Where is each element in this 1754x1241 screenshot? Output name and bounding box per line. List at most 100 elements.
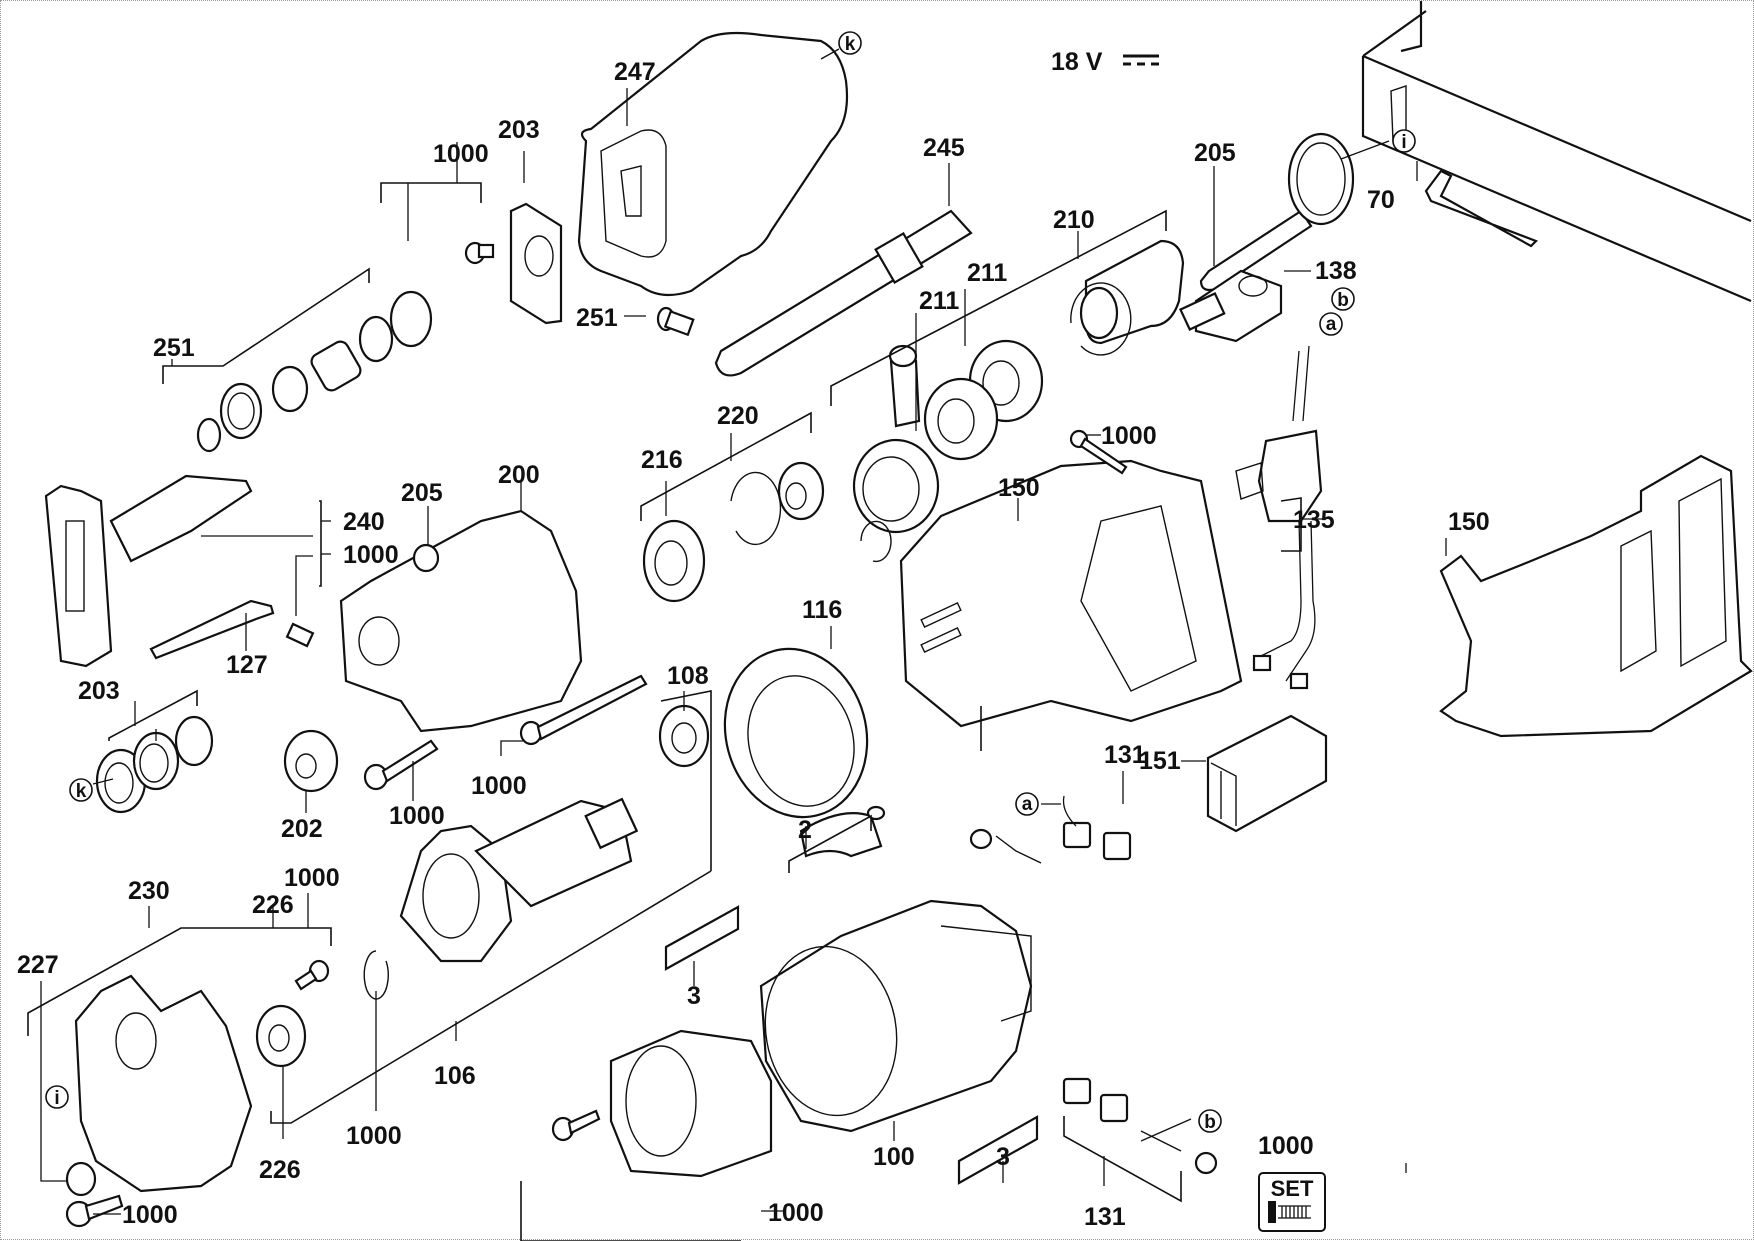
label-sheet-3a <box>664 905 740 971</box>
part-label: 202 <box>281 815 323 843</box>
part-label: 108 <box>667 662 709 690</box>
part-label: 1000 <box>122 1201 178 1229</box>
carbon-brushes-131-lower <box>1062 1077 1218 1175</box>
carrying-case-70 <box>1361 1 1752 303</box>
svg-text:k: k <box>76 781 87 802</box>
carbon-brushes-131-upper <box>969 795 1132 864</box>
part-label: 1000 <box>284 864 340 892</box>
part-label: 150 <box>1448 508 1490 536</box>
svg-text:i: i <box>1401 132 1406 153</box>
voltage-label: 18 V <box>1051 48 1103 76</box>
svg-text:k: k <box>845 34 856 55</box>
screw-1000-end <box>294 959 330 991</box>
part-label: 135 <box>1293 506 1335 534</box>
part-label: 70 <box>1367 186 1395 214</box>
part-label: 151 <box>1139 747 1181 775</box>
part-label: 211 <box>967 259 1007 287</box>
hex-key-127 <box>149 599 275 660</box>
part-label: 150 <box>998 474 1040 502</box>
ref-marker-a-bottom: a <box>1015 792 1039 816</box>
part-label: 220 <box>717 402 759 430</box>
brush-plate-2 <box>799 805 886 858</box>
ref-marker-b-top: b <box>1331 287 1355 311</box>
part-label: 240 <box>343 508 385 536</box>
battery-terminal-151 <box>1206 714 1328 833</box>
ref-marker-b-bottom: b <box>1198 1109 1222 1133</box>
part-label: 131 <box>1084 1203 1126 1231</box>
screw-1000-bottom <box>65 1194 124 1228</box>
part-label: 1000 <box>471 772 527 800</box>
label-sheet-3b <box>957 1115 1039 1185</box>
set-badge: SET <box>1258 1172 1326 1232</box>
housing-half-150-left <box>899 459 1243 728</box>
motor-housing-100 <box>759 899 1033 1133</box>
wobble-shaft <box>852 344 940 563</box>
part-label: 138 <box>1315 257 1357 285</box>
fan-baffle-116 <box>723 647 869 819</box>
part-label: 245 <box>923 134 965 162</box>
screw-1000-mid-a <box>363 739 439 791</box>
part-label: 2 <box>798 816 812 844</box>
ref-marker-i-bottom: i <box>45 1085 69 1109</box>
svg-text:b: b <box>1204 1112 1216 1133</box>
part-label: 200 <box>498 461 540 489</box>
retaining-ring-1000 <box>363 950 389 1000</box>
part-label: 210 <box>1053 206 1095 234</box>
bearing-plate-203 <box>509 202 563 325</box>
part-label: 251 <box>576 304 618 332</box>
part-label: 127 <box>226 651 268 679</box>
plug-227 <box>65 1161 97 1197</box>
bearing-226 <box>255 1004 307 1068</box>
voltage-indicator: 18 V <box>1051 48 1159 76</box>
gear-group-251 <box>196 290 433 453</box>
part-label: 100 <box>873 1143 915 1171</box>
part-label: 226 <box>259 1156 301 1184</box>
armature-106 <box>399 797 639 963</box>
part-label: 227 <box>17 951 59 979</box>
part-label: 131 <box>1104 741 1146 769</box>
field-case-1000 <box>551 1029 773 1178</box>
ref-marker-a-top: a <box>1319 312 1343 336</box>
switch-135 <box>1235 345 1323 690</box>
gear-shaft-205 <box>1199 132 1355 292</box>
switch-actuator-138 <box>1178 269 1283 343</box>
screw-1000-housing <box>1069 429 1128 475</box>
part-label: 1000 <box>343 541 399 569</box>
part-label: 3 <box>687 982 701 1010</box>
spring-1000 <box>285 622 315 648</box>
ref-marker-k-top: k <box>838 31 862 55</box>
part-label: 226 <box>252 891 294 919</box>
part-label: 1000 <box>346 1122 402 1150</box>
part-label: 230 <box>128 877 170 905</box>
gear-housing-cover-247 <box>577 31 849 297</box>
part-label: 251 <box>153 334 195 362</box>
part-label: 116 <box>802 596 842 624</box>
part-label: 1000 <box>1258 1132 1314 1160</box>
plunger-rod-245 <box>714 209 973 377</box>
part-label: 247 <box>614 58 656 86</box>
svg-text:a: a <box>1326 314 1337 335</box>
bearing-group-210 <box>923 239 1185 461</box>
part-label: 3 <box>996 1143 1010 1171</box>
pin-251 <box>656 306 695 337</box>
part-label: 211 <box>919 287 959 315</box>
set-badge-label: SET <box>1271 1176 1314 1201</box>
ref-marker-k-bottom: k <box>69 778 93 802</box>
bearing-108 <box>658 704 710 768</box>
leader-lines <box>27 48 1447 1241</box>
screw-set-icon <box>1268 1201 1311 1223</box>
retaining-ring-220 <box>730 461 825 546</box>
svg-text:a: a <box>1022 794 1033 815</box>
housing-half-150-right <box>1439 454 1753 738</box>
part-label: 203 <box>78 677 120 705</box>
part-label: 106 <box>434 1062 476 1090</box>
part-label: 203 <box>498 116 540 144</box>
part-label: 1000 <box>433 140 489 168</box>
cap-202 <box>283 729 339 793</box>
part-label: 216 <box>641 446 683 474</box>
screw-1000-mid-b <box>519 674 648 746</box>
svg-text:i: i <box>54 1088 59 1109</box>
part-label: 1000 <box>768 1199 824 1227</box>
